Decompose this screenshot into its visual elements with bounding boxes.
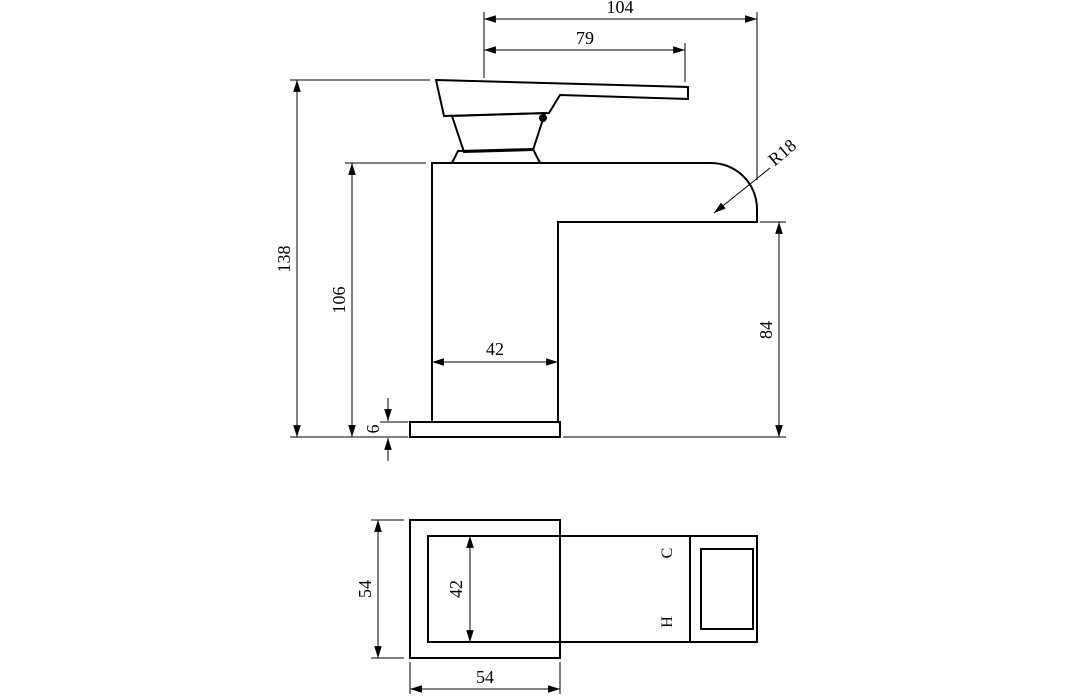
dim-spout-radius-label: R18 — [764, 135, 800, 170]
dim-body-width-top: 42 — [446, 536, 474, 642]
body-spout-outline — [431, 162, 758, 422]
dim-body-height: 106 — [329, 162, 426, 437]
handle-lever-outline — [434, 78, 689, 118]
hot-marking-label: H — [659, 616, 676, 628]
dim-base-depth-label: 54 — [355, 580, 375, 598]
dim-handle-length-label: 79 — [576, 28, 594, 48]
dim-overall-width: 104 — [483, 0, 758, 180]
dim-base-width-label: 54 — [476, 667, 494, 687]
faucet-side-view — [409, 78, 758, 438]
dim-overall-width-label: 104 — [607, 0, 634, 17]
top-view-base-outline — [409, 519, 561, 659]
dim-spout-outlet-height: 84 — [563, 221, 786, 438]
faucet-top-view: C H — [409, 519, 758, 659]
dim-base-thickness-label: 6 — [363, 425, 383, 434]
dim-base-depth: 54 — [355, 519, 404, 659]
dim-handle-length: 79 — [484, 28, 686, 82]
dim-overall-height: 138 — [274, 79, 430, 438]
dim-spout-outlet-height-label: 84 — [756, 321, 776, 339]
dim-body-width-top-label: 42 — [446, 580, 466, 598]
dim-overall-height-label: 138 — [274, 246, 294, 273]
dim-base-thickness: 6 — [363, 398, 408, 461]
dim-body-width-side: 42 — [432, 339, 558, 366]
cartridge-neck-outline — [450, 111, 547, 154]
base-plate-outline — [409, 421, 561, 438]
dim-base-width: 54 — [409, 662, 561, 694]
dim-body-width-side-label: 42 — [486, 339, 504, 359]
top-view-body-outline — [427, 535, 758, 643]
dim-body-height-label: 106 — [329, 287, 349, 314]
top-view-spout-opening — [700, 548, 754, 630]
cold-marking-label: C — [659, 548, 676, 559]
